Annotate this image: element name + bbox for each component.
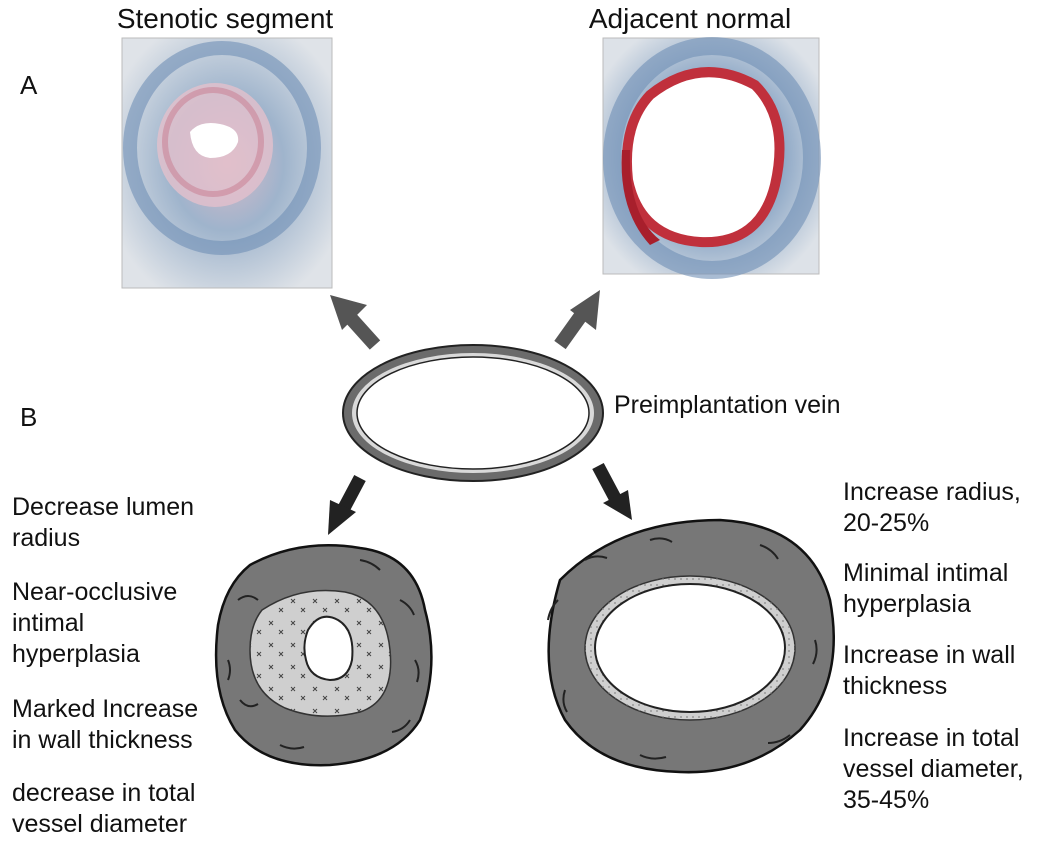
- arrow-to-normal: [554, 290, 600, 350]
- stenotic-note-diameter: decrease in total vessel diameter: [12, 779, 196, 838]
- arrow-to-stenotic: [330, 295, 381, 350]
- normal-micrograph: [602, 37, 821, 279]
- arrow-to-normal-drawing: [592, 462, 632, 520]
- arrow-to-stenotic-drawing: [328, 474, 366, 535]
- panel-b-label: B: [20, 402, 38, 432]
- stenotic-segment-title: Stenotic segment: [116, 3, 334, 34]
- panel-a-label: A: [20, 70, 38, 100]
- stenotic-note-hyperplasia: Near-occlusive intimal hyperplasia: [12, 578, 178, 668]
- stenotic-micrograph: [121, 37, 333, 289]
- normal-note-diameter: Increase in total vessel diameter, 35-45…: [843, 724, 1024, 814]
- adjacent-normal-title: Adjacent normal: [588, 3, 792, 34]
- normal-note-wall: Increase in wall thickness: [843, 641, 1016, 700]
- normal-vessel-drawing: [547, 518, 835, 774]
- stenotic-vessel-drawing: [214, 544, 433, 767]
- normal-note-radius: Increase radius, 20-25%: [843, 478, 1021, 537]
- preimplantation-vein: [342, 344, 604, 482]
- stenotic-note-lumen: Decrease lumen radius: [12, 493, 195, 552]
- preimplantation-vein-label: Preimplantation vein: [614, 391, 841, 419]
- normal-note-hyperplasia: Minimal intimal hyperplasia: [843, 559, 1009, 618]
- stenotic-note-wall: Marked Increase in wall thickness: [12, 695, 199, 754]
